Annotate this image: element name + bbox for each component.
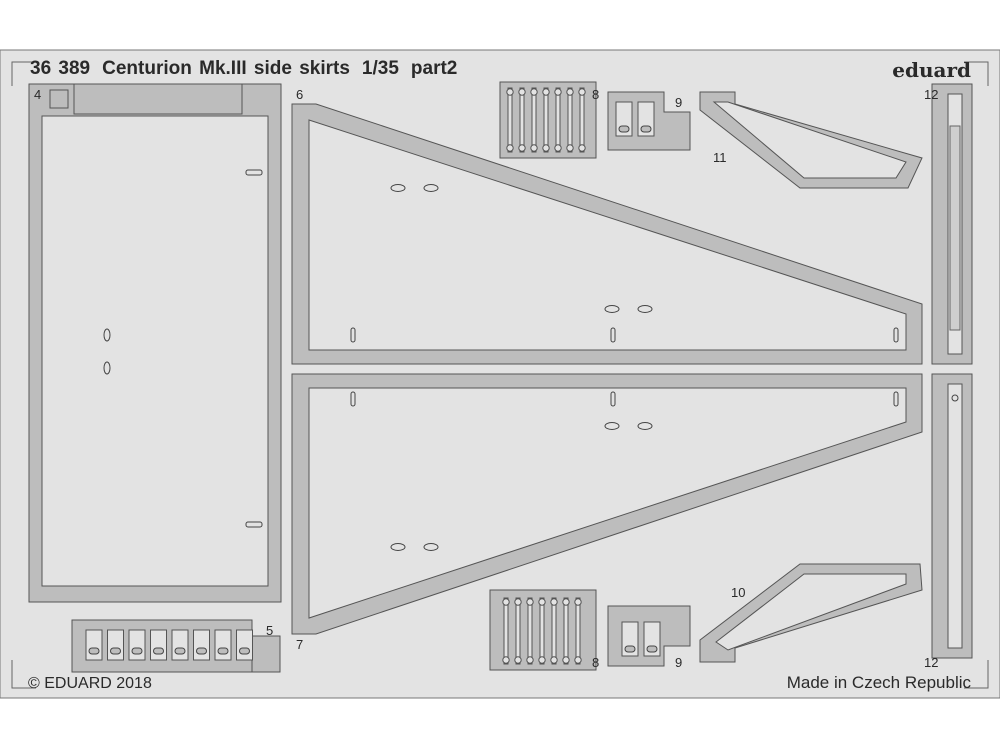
comb-rod — [563, 597, 569, 665]
set-part: part2 — [410, 58, 458, 79]
comb-rod — [503, 597, 509, 665]
comb-end — [578, 88, 586, 96]
comb-rod — [555, 87, 561, 153]
tab-slot — [110, 647, 121, 655]
part-number-6: 6 — [296, 87, 304, 102]
tab-window — [171, 629, 189, 661]
comb-end — [502, 598, 510, 606]
comb-end — [562, 598, 570, 606]
comb-end — [550, 656, 558, 664]
fret-border — [11, 61, 989, 689]
comb-rod — [543, 87, 549, 153]
part-number-11: 11 — [713, 150, 727, 165]
comb-rod — [531, 87, 537, 153]
tab-window — [85, 629, 103, 661]
part-number-10: 10 — [731, 585, 746, 600]
part-8-comb-bottom — [489, 589, 597, 671]
comb-end — [538, 598, 546, 606]
tab-window — [193, 629, 210, 661]
comb-end — [566, 144, 574, 152]
comb-rod — [527, 597, 533, 665]
part-number-8-bottom: 8 — [592, 655, 600, 670]
comb-rod — [579, 87, 585, 153]
part-10-bracket — [699, 563, 923, 663]
part-number-8-top: 8 — [592, 87, 600, 102]
part-8-comb-top — [499, 81, 597, 159]
comb-end — [550, 598, 558, 606]
tab-slot — [131, 647, 143, 655]
comb-end — [574, 656, 582, 664]
part-number-5: 5 — [266, 623, 274, 638]
part-number-9-bottom: 9 — [675, 655, 683, 670]
part-9-bottom — [607, 605, 691, 667]
comb-end — [542, 88, 550, 96]
comb-end — [514, 598, 522, 606]
tab-window — [150, 629, 167, 661]
set-scale: 1/35 — [361, 58, 399, 79]
tab-window — [214, 629, 232, 661]
part-6-triangle — [291, 103, 923, 365]
comb-rod — [519, 87, 525, 153]
part-11-bracket — [699, 91, 923, 189]
comb-end — [526, 656, 534, 664]
comb-end — [506, 88, 514, 96]
comb-end — [518, 144, 526, 152]
tab-slot — [239, 647, 250, 655]
comb-end — [566, 88, 574, 96]
comb-end — [562, 656, 570, 664]
comb-end — [526, 598, 534, 606]
part-5-tab-strip — [71, 619, 281, 673]
tab-slot — [153, 647, 164, 655]
part-number-12-top: 12 — [924, 87, 939, 102]
comb-rod — [507, 87, 513, 153]
comb-end — [530, 88, 538, 96]
brand-logo: eduard — [892, 58, 971, 82]
tab-slot — [196, 647, 207, 655]
comb-end — [538, 656, 546, 664]
comb-end — [514, 656, 522, 664]
part-7-triangle — [291, 373, 923, 635]
comb-end — [574, 598, 582, 606]
comb-end — [518, 88, 526, 96]
tab-window — [128, 629, 146, 661]
comb-rod — [567, 87, 573, 153]
comb-end — [554, 88, 562, 96]
tab-window — [236, 629, 253, 661]
part-12-strip-top — [931, 83, 973, 365]
part-number-7: 7 — [296, 637, 304, 652]
part-number-12-bottom: 12 — [924, 655, 939, 670]
made-in: Made in Czech Republic — [786, 673, 971, 692]
copyright: © EDUARD 2018 — [28, 675, 152, 692]
tab-slot — [88, 647, 100, 655]
tab-slot — [217, 647, 229, 655]
part-4-frame — [28, 83, 282, 603]
part-number-4: 4 — [34, 87, 42, 102]
comb-rod — [515, 597, 521, 665]
comb-end — [542, 144, 550, 152]
comb-rod — [539, 597, 545, 665]
set-title: Centurion Mk.III side skirts — [102, 58, 350, 79]
fret-title: 36 389 Centurion Mk.III side skirts 1/35 pa… — [30, 59, 469, 78]
set-number: 36 389 — [30, 58, 91, 79]
part-9-top — [607, 91, 691, 151]
comb-end — [554, 144, 562, 152]
comb-end — [530, 144, 538, 152]
tab-slot — [174, 647, 186, 655]
comb-end — [502, 656, 510, 664]
comb-rod — [575, 597, 581, 665]
tab-window — [107, 629, 124, 661]
comb-end — [578, 144, 586, 152]
comb-end — [506, 144, 514, 152]
part-12-strip-bottom — [931, 373, 973, 659]
comb-rod — [551, 597, 557, 665]
part-number-9-top: 9 — [675, 95, 683, 110]
